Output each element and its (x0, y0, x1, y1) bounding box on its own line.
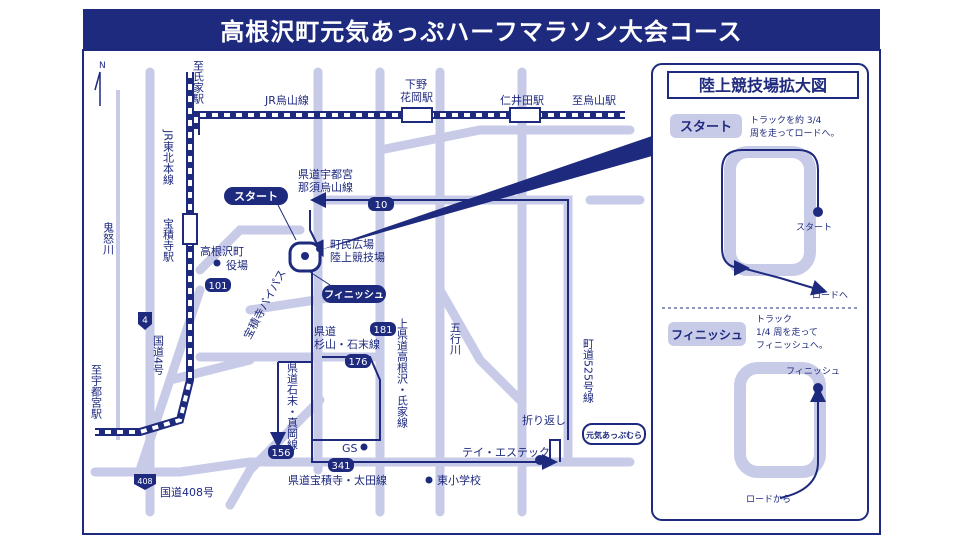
inset-title-box (667, 71, 859, 99)
to-karasuyama-label: 至烏山駅 (572, 93, 616, 107)
higashi-elem-dot (425, 476, 433, 484)
tohoku-line-label: JR東北本線 (162, 129, 175, 185)
hanaoka-station-label: 下野花岡駅 (400, 78, 433, 104)
sugiyama-label: 県道杉山・石末線 (314, 324, 380, 351)
to-ujiie-station-label: 至氏家駅 (192, 60, 205, 105)
niida-station-label: 仁井田駅 (500, 93, 544, 107)
stadium-dot (316, 246, 322, 252)
zoom-connector (320, 136, 652, 250)
gs-dot (360, 443, 368, 451)
inset-finish-dot (813, 383, 823, 393)
turnaround-dot (535, 455, 545, 465)
inset-from-road: ロードから (746, 494, 791, 505)
town-office-dot (213, 259, 221, 267)
route-156-label: 156 (271, 448, 290, 459)
inset-finish-badge-box (668, 322, 746, 346)
higashi-elem-label: 東小学校 (437, 473, 481, 487)
gogyo-river-label: 五行川 (449, 322, 462, 355)
inset-finish-point: フィニッシュ (786, 367, 840, 377)
karasuyama-line-label: JR烏山線 (264, 93, 309, 107)
compass-icon (94, 71, 101, 106)
niida-station-mark (509, 107, 541, 123)
map-frame (82, 49, 881, 535)
inset-start-badge-box (670, 114, 742, 138)
inset-track-start (724, 146, 816, 276)
route-408-label: 408 (137, 477, 152, 486)
bypass-north-road (195, 225, 305, 275)
stadium-center (301, 252, 309, 260)
hoshakuji-station-mark (182, 213, 198, 245)
route-341-road (90, 457, 635, 477)
pref-route-label: 県道宇都宮那須烏山線 (298, 167, 353, 194)
gs-label: GS (342, 442, 358, 455)
compass-n: N (99, 61, 106, 71)
finish-label: フィニッシュ (324, 289, 384, 301)
to-utsunomiya-label: 至宇都宮駅 (90, 364, 103, 420)
diagonal-road (435, 285, 525, 405)
inset-start-dot (813, 207, 823, 217)
connector-road (165, 355, 255, 385)
page-title: 高根沢町元気あっぷハーフマラソン大会コース (83, 9, 880, 50)
railways (95, 72, 625, 436)
ishisue-maoka-label: 県道石末・真岡線 (286, 362, 299, 450)
inset-finish-badge: フィニッシュ (671, 328, 743, 342)
inset-start-badge: スタート (680, 120, 732, 135)
kamitakanezawa-label: 上県道高根沢・氏家線 (396, 318, 409, 428)
hoshakuji-ota-label: 県道宝積寺・太田線 (288, 473, 387, 487)
svg-text:元気あっぷむら: 元気あっぷむら (586, 430, 642, 440)
north-east-road (375, 125, 635, 155)
start-label: スタート (234, 190, 278, 203)
national-4-label: 国道4号 (152, 335, 165, 376)
route-341-label: 341 (331, 461, 350, 472)
national-408-label: 国道408号 (160, 485, 214, 499)
tei-s-tech-label: テイ・エステック (462, 446, 550, 459)
town-525-label: 町道525号線 (582, 338, 595, 403)
route-badges: 10 101 181 176 156 341 4 408 (134, 197, 396, 490)
genki-appu-mura-logo (582, 423, 646, 445)
stadium-label: 町民広場陸上競技場 (330, 238, 385, 264)
route-4-label: 4 (142, 316, 148, 326)
route-408-road (225, 395, 325, 510)
kinu-river-label: 鬼怒川 (102, 221, 115, 255)
route-10-label: 10 (375, 200, 388, 211)
town-office-label: 高根沢町役場 (200, 244, 248, 272)
hanaoka-station-mark (401, 107, 433, 123)
route-101-label: 101 (208, 281, 227, 292)
hoshakuji-station-label: 宝積寺駅 (162, 217, 175, 263)
inset-track-finish (734, 362, 826, 478)
inset-title: 陸上競技場拡大図 (699, 76, 827, 95)
route-176-label: 176 (348, 357, 367, 368)
inset-start-point: スタート (796, 222, 832, 233)
inset-to-road: ロードへ (812, 291, 848, 301)
turnaround-label: 折り返し (522, 413, 566, 427)
route-181-label: 181 (373, 325, 392, 336)
